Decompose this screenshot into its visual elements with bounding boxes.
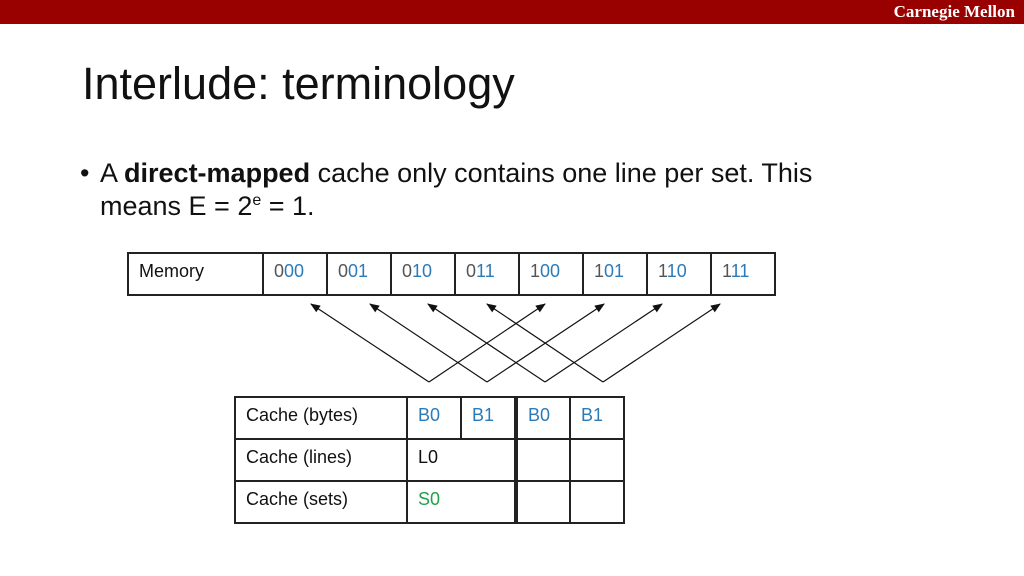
mapping-arrow	[310, 303, 430, 383]
address-high-bits: 1	[658, 261, 667, 281]
bullet-line2-pre: means E = 2	[100, 191, 253, 221]
address-high-bits: 1	[530, 261, 541, 281]
cache-byte-cell: B1	[569, 396, 625, 440]
address-low-bits: 01	[604, 261, 625, 281]
cache-sets-row: Cache (sets) S0	[234, 480, 625, 524]
cache-bytes-row: Cache (bytes) B0 B1 B0 B1	[234, 396, 625, 440]
bullet-bold-term: direct-mapped	[124, 158, 311, 188]
cache-set-cell: S0	[406, 480, 517, 524]
slide-title: Interlude: terminology	[82, 58, 515, 109]
memory-row: Memory 000 001 010 011 100 101 110 111	[127, 252, 776, 296]
bullet-rest: cache only contains one line per set. Th…	[310, 158, 813, 188]
memory-address-cell: 000	[262, 252, 328, 296]
memory-address-cell: 101	[582, 252, 648, 296]
memory-table: Memory 000 001 010 011 100 101 110 111	[127, 252, 776, 296]
cache-lines-row: Cache (lines) L0	[234, 438, 625, 482]
address-low-bits: 10	[666, 261, 687, 281]
cache-empty-cell	[569, 438, 625, 482]
address-high-bits: 0	[402, 261, 413, 281]
cache-byte-cell: B0	[406, 396, 462, 440]
memory-address-cell: 100	[518, 252, 584, 296]
bullet-line2-post: = 1.	[261, 191, 315, 221]
bullet-marker: •	[80, 158, 90, 188]
memory-address-cell: 011	[454, 252, 520, 296]
address-low-bits: 11	[476, 261, 495, 281]
address-low-bits: 10	[412, 261, 433, 281]
mapping-arrow	[486, 303, 605, 383]
cache-empty-cell	[514, 480, 571, 524]
memory-address-cell: 111	[710, 252, 776, 296]
address-low-bits: 01	[348, 261, 369, 281]
mapping-arrow	[602, 303, 721, 383]
address-low-bits: 00	[284, 261, 305, 281]
address-high-bits: 1	[722, 261, 731, 281]
bullet-prefix: A	[100, 158, 125, 188]
cache-byte-cell: B1	[460, 396, 517, 440]
bullet-superscript: e	[252, 192, 262, 209]
cache-byte-cell: B0	[514, 396, 571, 440]
brand-logo-text: Carnegie Mellon	[893, 2, 1015, 21]
cache-line-cell: L0	[406, 438, 517, 482]
address-high-bits: 0	[274, 261, 285, 281]
cache-sets-label: Cache (sets)	[234, 480, 408, 524]
mapping-arrow	[369, 303, 488, 383]
address-high-bits: 1	[594, 261, 605, 281]
cache-empty-cell	[569, 480, 625, 524]
cache-table: Cache (bytes) B0 B1 B0 B1 Cache (lines) …	[234, 396, 625, 524]
mapping-arrow	[544, 303, 663, 383]
address-high-bits: 0	[338, 261, 349, 281]
address-low-bits: 11	[730, 261, 750, 281]
memory-address-cell: 001	[326, 252, 392, 296]
memory-address-cell: 010	[390, 252, 456, 296]
cache-bytes-label: Cache (bytes)	[234, 396, 408, 440]
address-high-bits: 0	[466, 261, 477, 281]
mapping-arrow	[428, 303, 546, 383]
bullet-point: • A direct-mapped cache only contains on…	[80, 157, 900, 223]
cache-empty-cell	[514, 438, 571, 482]
memory-label: Memory	[127, 252, 264, 296]
address-low-bits: 00	[540, 261, 561, 281]
memory-address-cell: 110	[646, 252, 712, 296]
cache-lines-label: Cache (lines)	[234, 438, 408, 482]
bullet-text: A direct-mapped cache only contains one …	[100, 157, 900, 223]
header-bar: Carnegie Mellon	[0, 0, 1024, 24]
